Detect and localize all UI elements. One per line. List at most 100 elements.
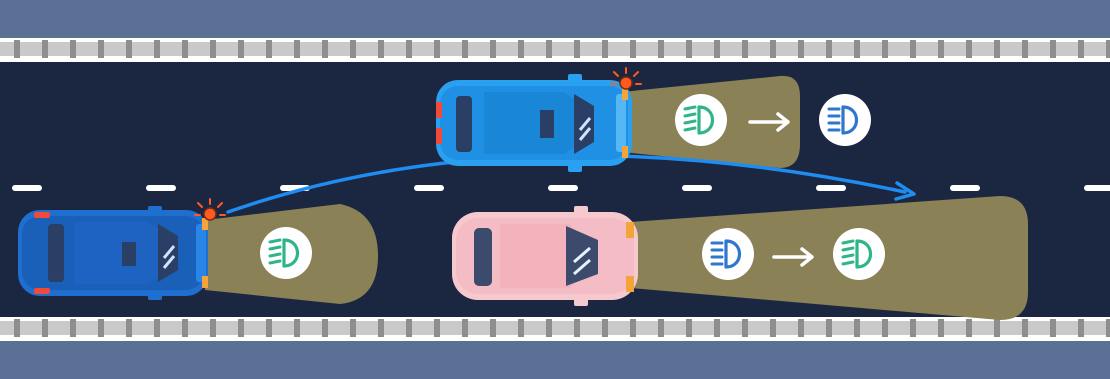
guardrail-post — [154, 319, 160, 337]
guardrail-post — [70, 319, 76, 337]
guardrail-post — [938, 40, 944, 58]
guardrail-post — [42, 319, 48, 337]
guardrail-post — [1078, 319, 1084, 337]
guardrail-post — [182, 40, 188, 58]
guardrail-post — [882, 319, 888, 337]
guardrail-post — [462, 319, 468, 337]
guardrail-post — [154, 40, 160, 58]
guardrail-post — [938, 319, 944, 337]
bottom-guardrail — [0, 317, 1110, 341]
rear-blue-car — [18, 206, 208, 300]
guardrail-post — [126, 319, 132, 337]
pink-car — [452, 206, 638, 306]
guardrail-post — [826, 40, 832, 58]
guardrail-post — [350, 319, 356, 337]
guardrail-post — [574, 319, 580, 337]
guardrail-post — [14, 40, 20, 58]
guardrail-post — [1050, 40, 1056, 58]
guardrail-post — [826, 319, 832, 337]
guardrail-post — [770, 40, 776, 58]
guardrail-post — [1022, 40, 1028, 58]
beam-pink-car — [630, 196, 1028, 320]
guardrail-post — [266, 40, 272, 58]
guardrail-post — [518, 40, 524, 58]
guardrail-post — [658, 319, 664, 337]
lane-dash — [548, 185, 578, 191]
guardrail-post — [602, 40, 608, 58]
guardrail-post — [854, 319, 860, 337]
guardrail-post — [966, 40, 972, 58]
low-beam-headlight-icon-overtaking — [673, 92, 729, 148]
guardrail-post — [658, 40, 664, 58]
guardrail-post — [966, 319, 972, 337]
guardrail-post — [714, 319, 720, 337]
guardrail-post — [574, 40, 580, 58]
guardrail-post — [630, 40, 636, 58]
guardrail-post — [910, 319, 916, 337]
guardrail-post — [994, 40, 1000, 58]
top-shoulder — [0, 0, 1110, 38]
guardrail-post — [686, 319, 692, 337]
overtaking-blue-car — [436, 74, 632, 172]
guardrail-post — [378, 319, 384, 337]
guardrail-post — [378, 40, 384, 58]
guardrail-post — [798, 319, 804, 337]
guardrail-post — [1078, 40, 1084, 58]
guardrail-post — [14, 319, 20, 337]
lane-dash — [682, 185, 712, 191]
guardrail-post — [1106, 319, 1110, 337]
guardrail-post — [98, 319, 104, 337]
high-beam-headlight-icon-pink-car — [700, 226, 756, 282]
guardrail-post — [714, 40, 720, 58]
guardrail-post — [98, 40, 104, 58]
guardrail-post — [42, 40, 48, 58]
guardrail-post — [630, 319, 636, 337]
guardrail-post — [910, 40, 916, 58]
guardrail-post — [490, 40, 496, 58]
guardrail-post — [546, 319, 552, 337]
guardrail-post — [70, 40, 76, 58]
guardrail-post — [322, 319, 328, 337]
lane-dash — [1084, 185, 1110, 191]
guardrail-post — [462, 40, 468, 58]
guardrail-post — [602, 319, 608, 337]
low-beam-headlight-icon — [258, 225, 314, 281]
guardrail-post — [406, 40, 412, 58]
guardrail-post — [686, 40, 692, 58]
guardrail-post — [854, 40, 860, 58]
guardrail-post — [294, 40, 300, 58]
lane-dash — [414, 185, 444, 191]
guardrail-post — [434, 40, 440, 58]
guardrail-post — [210, 40, 216, 58]
guardrail-post — [1106, 40, 1110, 58]
guardrail-post — [182, 319, 188, 337]
guardrail-post — [742, 40, 748, 58]
guardrail-post — [490, 319, 496, 337]
guardrail-post — [294, 319, 300, 337]
lane-dash — [816, 185, 846, 191]
top-guardrail — [0, 38, 1110, 62]
guardrail-post — [882, 40, 888, 58]
guardrail-post — [742, 319, 748, 337]
guardrail-post — [350, 40, 356, 58]
low-beam-headlight-icon-pink-car — [831, 226, 887, 282]
guardrail-post — [210, 319, 216, 337]
guardrail-post — [546, 40, 552, 58]
lane-dash — [12, 185, 42, 191]
lane-dash — [146, 185, 176, 191]
overtaking-path-arrowhead — [894, 181, 916, 201]
guardrail-post — [238, 319, 244, 337]
guardrail-post — [1050, 319, 1056, 337]
guardrail-post — [434, 319, 440, 337]
guardrail-post — [266, 319, 272, 337]
guardrail-post — [770, 319, 776, 337]
guardrail-post — [126, 40, 132, 58]
lane-dash — [950, 185, 980, 191]
guardrail-post — [322, 40, 328, 58]
guardrail-post — [798, 40, 804, 58]
bottom-shoulder — [0, 341, 1110, 379]
high-beam-headlight-icon-overtaking — [817, 92, 873, 148]
guardrail-post — [994, 319, 1000, 337]
